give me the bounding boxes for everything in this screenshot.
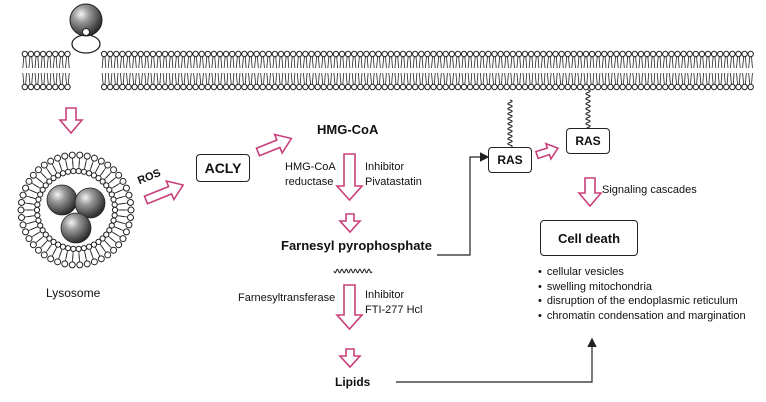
farnesyl-pyrophosphate-label: Farnesyl pyrophosphate [281, 238, 432, 253]
inhibitor-pivatastatin-label: Inhibitor Pivatastatin [365, 161, 422, 188]
cell-death-box: Cell death [540, 220, 638, 256]
effect-item: disruption of the endoplasmic reticulum [538, 294, 746, 309]
arrow-to-farnesyl [338, 213, 362, 234]
farnesyl-tail-squiggle [333, 268, 373, 274]
arrow-hmg-coa-reductase [335, 153, 364, 202]
cell-death-effects-list: cellular vesicles swelling mitochondria … [538, 265, 746, 323]
ras-box-cytoplasm: RAS [488, 147, 532, 173]
arrow-farnesyltransferase [335, 284, 364, 331]
hmg-coa-label: HMG-CoA [317, 122, 379, 137]
line-farnesyl-to-ras [437, 152, 490, 256]
lysosome-label: Lysosome [46, 286, 101, 300]
effect-item: chromatin condensation and margination [538, 309, 746, 324]
arrow-membrane-to-lysosome [58, 107, 84, 135]
arrow-ras-to-signaling [577, 177, 603, 208]
hmg-coa-reductase-label: HMG-CoA reductase [285, 161, 336, 188]
ras-anchor-squiggle-1 [507, 99, 513, 148]
arrow-to-lipids [338, 348, 362, 369]
inhibitor-fti-label: Inhibitor FTI-277 Hcl [365, 289, 423, 316]
ras-anchor-squiggle-2 [585, 89, 591, 129]
arrow-ros-to-acly [143, 179, 185, 205]
signaling-cascades-label: Signaling cascades [602, 184, 697, 196]
farnesyltransferase-label: Farnesyltransferase [238, 292, 336, 304]
lipids-label: Lipids [335, 375, 371, 389]
cell-membrane [21, 50, 754, 91]
membrane-receptor [69, 3, 103, 54]
arrow-acly-to-hmg-coa [255, 133, 293, 157]
arrow-ras-to-ras [534, 142, 560, 161]
effect-item: cellular vesicles [538, 265, 746, 280]
lysosome-vesicle [17, 151, 135, 269]
ras-box-membrane: RAS [566, 128, 610, 154]
acly-box: ACLY [196, 154, 250, 182]
effect-item: swelling mitochondria [538, 280, 746, 295]
line-lipids-to-cell-death [396, 337, 597, 383]
